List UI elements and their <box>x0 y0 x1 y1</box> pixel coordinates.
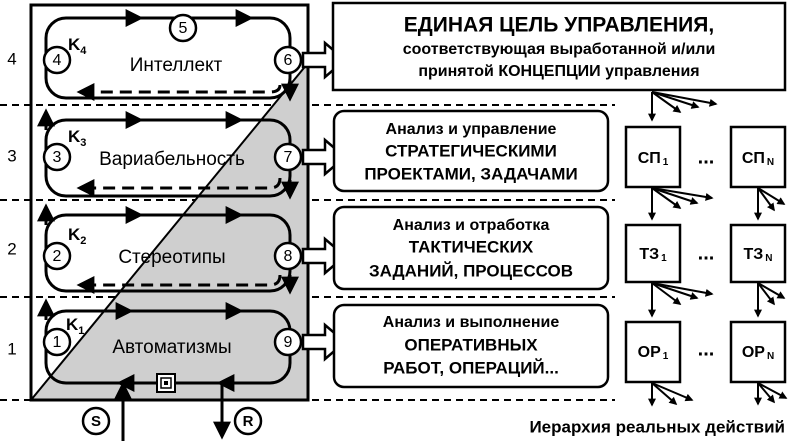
level-name-stereotypes: Стереотипы <box>118 247 225 268</box>
svg-text:R: R <box>243 413 254 430</box>
svg-text:1: 1 <box>53 334 62 351</box>
svg-text:7: 7 <box>284 149 293 166</box>
ellipsis-sp: ... <box>698 146 715 168</box>
node-3: 3 <box>42 142 72 172</box>
svg-text:ОПЕРАТИВНЫХ: ОПЕРАТИВНЫХ <box>404 335 538 354</box>
level-number-1: 1 <box>7 339 16 358</box>
svg-text:4: 4 <box>53 52 62 69</box>
svg-text:9: 9 <box>284 334 293 351</box>
goal-line-2: соответствующая выработанной и/или <box>403 41 716 58</box>
level-name-intellect: Интеллект <box>130 55 223 76</box>
coefficient-k2: K2 <box>68 225 86 247</box>
svg-text:ОР1: ОР1 <box>638 344 669 361</box>
svg-text:ПРОЕКТАМИ, ЗАДАЧАМИ: ПРОЕКТАМИ, ЗАДАЧАМИ <box>364 164 577 183</box>
ellipsis-tz: ... <box>698 242 715 264</box>
svg-text:Анализ и выполнение: Анализ и выполнение <box>383 314 560 331</box>
svg-text:S: S <box>91 413 101 430</box>
svg-text:СТРАТЕГИЧЕСКИМИ: СТРАТЕГИЧЕСКИМИ <box>385 141 557 160</box>
node-4: 4 <box>42 45 72 75</box>
svg-text:ЗАДАНИЙ, ПРОЦЕССОВ: ЗАДАНИЙ, ПРОЦЕССОВ <box>369 261 573 280</box>
svg-text:3: 3 <box>53 149 62 166</box>
loop-direction-arrows <box>37 9 299 392</box>
level-number-4: 4 <box>7 49 16 68</box>
node-8: 8 <box>273 241 303 271</box>
goal-line-1: ЕДИНАЯ ЦЕЛЬ УПРАВЛЕНИЯ, <box>404 14 714 37</box>
ellipsis-or: ... <box>698 338 715 360</box>
concentric-square-icon <box>156 373 176 393</box>
svg-text:8: 8 <box>284 248 293 265</box>
goal-box: ЕДИНАЯ ЦЕЛЬ УПРАВЛЕНИЯ, соответствующая … <box>331 1 787 92</box>
hierarchy-caption: Иерархия реальных действий <box>529 417 785 436</box>
svg-text:ТАКТИЧЕСКИХ: ТАКТИЧЕСКИХ <box>409 237 534 256</box>
operational-box: Анализ и выполнение ОПЕРАТИВНЫХ РАБОТ, О… <box>332 303 610 389</box>
svg-text:ТЗN: ТЗN <box>743 246 772 263</box>
node-6: 6 <box>273 45 303 75</box>
node-5: 5 <box>168 13 198 43</box>
svg-text:Анализ и управление: Анализ и управление <box>386 121 557 138</box>
svg-text:СПN: СПN <box>742 150 774 167</box>
svg-text:ОРN: ОРN <box>742 344 774 361</box>
node-7: 7 <box>273 142 303 172</box>
strategic-box: Анализ и управление СТРАТЕГИЧЕСКИМИ ПРОЕ… <box>332 109 610 193</box>
hierarchy-arrows <box>648 91 788 407</box>
tactical-box: Анализ и отработка ТАКТИЧЕСКИХ ЗАДАНИЙ, … <box>332 205 610 291</box>
dashed-return-paths <box>76 83 282 294</box>
svg-text:6: 6 <box>284 52 293 69</box>
coefficient-k3: K3 <box>68 127 86 149</box>
svg-text:5: 5 <box>179 20 188 37</box>
svg-text:2: 2 <box>53 248 62 265</box>
level-name-variability: Вариабельность <box>99 149 245 170</box>
coefficient-k4: K4 <box>68 35 87 57</box>
goal-line-3: принятой КОНЦЕПЦИИ управления <box>418 63 699 80</box>
level-number-3: 3 <box>7 146 16 165</box>
svg-text:СП1: СП1 <box>638 150 669 167</box>
level-number-2: 2 <box>7 239 16 258</box>
level-name-automatisms: Автоматизмы <box>112 337 231 358</box>
input-s: S <box>81 381 132 441</box>
node-2: 2 <box>42 241 72 271</box>
coefficient-k1: K1 <box>66 315 84 337</box>
svg-text:Анализ и отработка: Анализ и отработка <box>393 217 550 234</box>
node-1: 1 <box>42 327 72 357</box>
svg-text:РАБОТ, ОПЕРАЦИЙ...: РАБОТ, ОПЕРАЦИЙ... <box>383 358 559 377</box>
input-r: R <box>213 385 263 440</box>
node-9: 9 <box>273 327 303 357</box>
svg-text:ТЗ1: ТЗ1 <box>639 246 667 263</box>
